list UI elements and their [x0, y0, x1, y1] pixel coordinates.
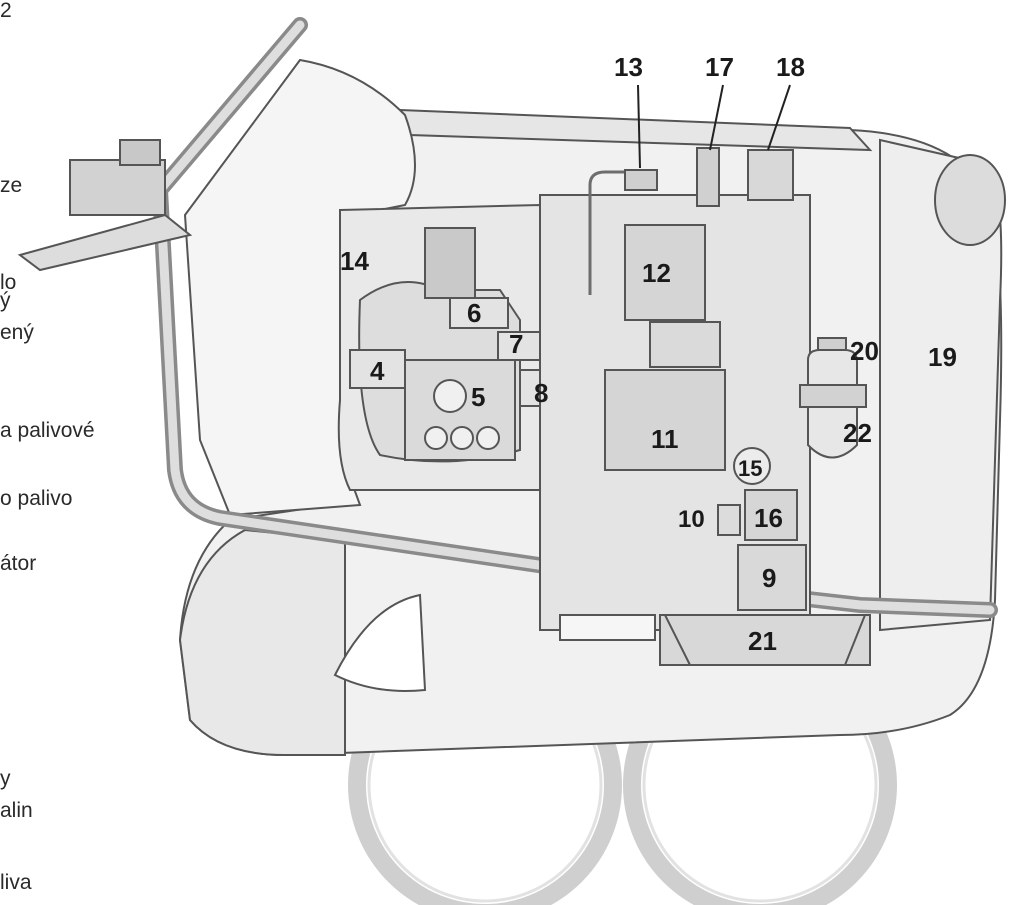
callout-5: 5	[471, 382, 485, 412]
leader-18	[767, 84, 791, 151]
callout-4: 4	[370, 356, 385, 386]
callout-21: 21	[748, 626, 777, 656]
fuel-filter	[799, 337, 867, 459]
callout-7: 7	[509, 329, 523, 359]
control-cabinet	[539, 147, 811, 641]
callout-17: 17	[705, 52, 734, 82]
legend-fragment-9: alin	[0, 799, 33, 822]
callout-22: 22	[843, 418, 872, 448]
callout-6: 6	[467, 298, 481, 328]
wheel-arch-front	[178, 528, 346, 756]
mudguard	[333, 593, 427, 692]
leader-13	[637, 84, 641, 169]
callout-11: 11	[651, 424, 679, 454]
callout-15: 15	[738, 456, 762, 481]
callout-20: 20	[850, 336, 879, 366]
callout-12: 12	[642, 258, 671, 288]
legend-fragment-8: y	[0, 767, 11, 790]
gun-holder	[17, 139, 193, 272]
callout-8: 8	[534, 378, 548, 408]
legend-fragment-7: átor	[0, 552, 37, 575]
pump-group	[349, 227, 656, 463]
legend-fragment-1: ze	[0, 174, 23, 197]
legend-fragment-5: a palivové	[0, 419, 95, 442]
callout-18: 18	[776, 52, 805, 82]
legend-fragment-3: ý	[0, 289, 11, 312]
legend-fragment-10: liva	[0, 871, 32, 894]
callout-13: 13	[614, 52, 643, 82]
callout-14: 14	[340, 246, 369, 276]
side-vent	[934, 154, 1006, 246]
legend-fragment-4: ený	[0, 321, 34, 344]
callout-19: 19	[928, 342, 957, 372]
callout-9: 9	[762, 563, 776, 593]
legend-fragment-0: 2	[0, 0, 12, 22]
legend-fragment-2: lo	[0, 271, 17, 294]
callout-16: 16	[754, 503, 783, 533]
base-box	[659, 614, 871, 666]
leader-17	[709, 84, 724, 151]
callout-10: 10	[678, 506, 705, 533]
legend-fragment-6: o palivo	[0, 487, 73, 510]
